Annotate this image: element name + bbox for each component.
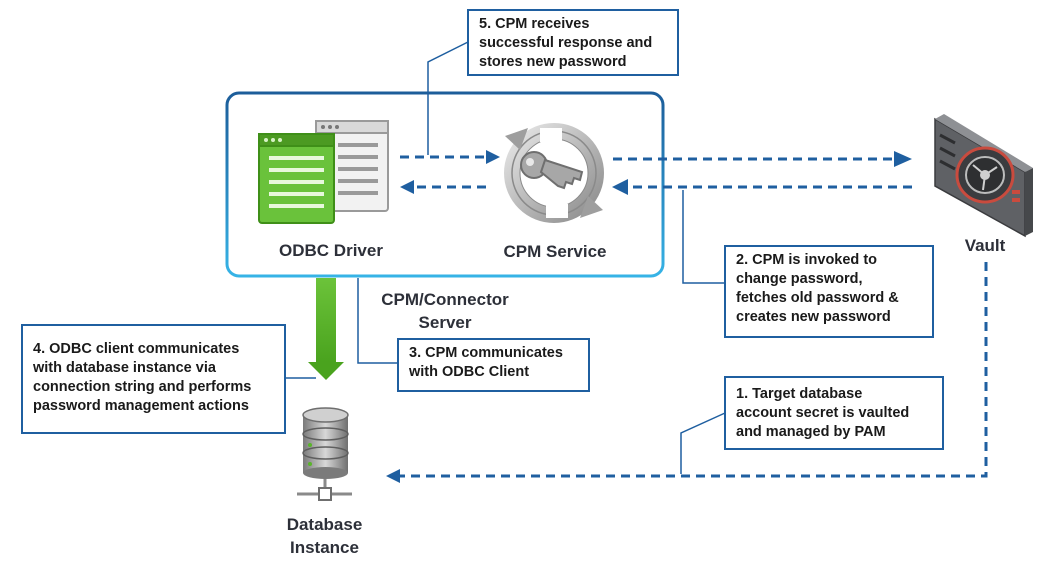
- step-1-line: and managed by PAM: [736, 424, 886, 440]
- flow-arrows: [400, 155, 988, 478]
- callout-connectors: [286, 41, 731, 474]
- server-label: CPM/Connector Server: [360, 288, 530, 334]
- server-label-line: CPM/Connector: [381, 290, 509, 309]
- step-3-line: 3. CPM communicates: [409, 345, 563, 361]
- step-2-line: change password,: [736, 271, 863, 287]
- step-3-line: with ODBC Client: [409, 364, 530, 380]
- step-4-line: 4. ODBC client communicates: [33, 341, 240, 357]
- green-arrow-odbc-to-database: [308, 278, 344, 380]
- step-2-line: fetches old password &: [736, 290, 899, 306]
- cpm-service-label-text: CPM Service: [503, 242, 607, 261]
- step-1-line: account secret is vaulted: [736, 405, 910, 421]
- arrow-heads: [386, 150, 912, 483]
- step-2-line: creates new password: [736, 309, 891, 325]
- database-label-line: Instance: [290, 538, 359, 557]
- step-4-line: connection string and performs: [33, 379, 252, 395]
- odbc-driver-label: ODBC Driver: [266, 239, 396, 262]
- step-1-line: 1. Target database: [736, 386, 863, 402]
- step-2-callout: 2. CPM is invoked to change password, fe…: [724, 245, 934, 338]
- step-1-callout: 1. Target database account secret is vau…: [724, 376, 944, 450]
- step-4-line: password management actions: [33, 398, 249, 414]
- step-4-callout: 4. ODBC client communicates with databas…: [21, 324, 286, 434]
- database-label: Database Instance: [262, 513, 387, 559]
- vault-label: Vault: [945, 234, 1025, 257]
- step-5-line: 5. CPM receives: [479, 16, 590, 32]
- database-icon: [297, 407, 352, 501]
- database-label-line: Database: [286, 515, 363, 534]
- step-4-line: with database instance via: [33, 360, 216, 376]
- step-5-callout: 5. CPM receives successful response and …: [467, 9, 679, 76]
- step-5-line: stores new password: [479, 54, 627, 70]
- arrow-vault-to-database: [400, 262, 988, 478]
- cpm-service-label: CPM Service: [490, 240, 620, 263]
- vault-icon: [934, 114, 1033, 238]
- odbc-driver-icon: [258, 120, 389, 224]
- step-3-callout: 3. CPM communicates with ODBC Client: [397, 338, 590, 392]
- step-5-line: successful response and: [479, 35, 653, 51]
- step-2-line: 2. CPM is invoked to: [736, 252, 877, 268]
- cpm-service-icon: [504, 123, 604, 223]
- vault-label-text: Vault: [964, 236, 1006, 255]
- server-label-line: Server: [418, 313, 472, 332]
- odbc-driver-label-text: ODBC Driver: [279, 241, 383, 260]
